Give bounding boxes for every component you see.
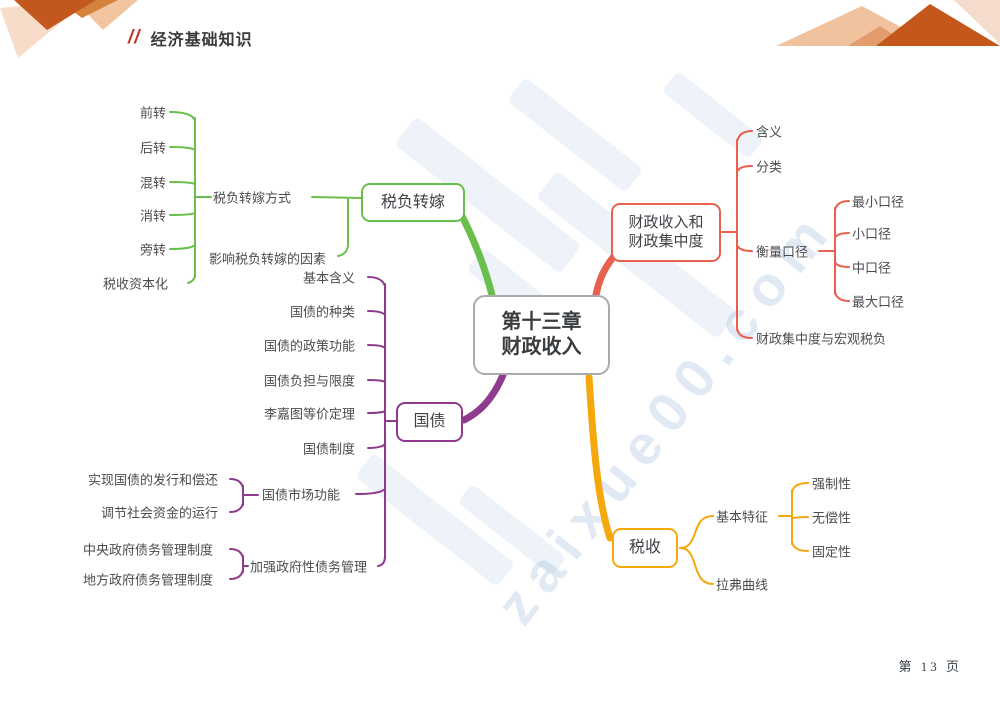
header-slashes-icon: // bbox=[128, 27, 141, 48]
node-fiscal-revenue-line2: 财政集中度 bbox=[628, 232, 704, 250]
yellow-leaf-fixed: 固定性 bbox=[812, 544, 852, 560]
red-leaf-min-caliber: 最小口径 bbox=[852, 194, 905, 210]
red-leaf-mid-caliber: 中口径 bbox=[852, 260, 892, 276]
yellow-leaf-gratuitous: 无偿性 bbox=[812, 510, 852, 526]
purple-subtopic-market-function: 国债市场功能 bbox=[262, 487, 341, 503]
purple-leaf-regulate-funds: 调节社会资金的运行 bbox=[101, 505, 219, 521]
node-tax-burden-shifting: 税负转嫁 bbox=[361, 183, 465, 222]
green-leaf-sideways: 旁转 bbox=[140, 242, 167, 258]
node-taxation: 税收 bbox=[612, 528, 678, 568]
purple-subtopic-debt-management: 加强政府性债务管理 bbox=[250, 559, 368, 575]
green-leaf-mixed: 混转 bbox=[140, 175, 167, 191]
center-topic-node: 第十三章 财政收入 bbox=[473, 295, 610, 375]
page-header: // 经济基础知识 bbox=[128, 26, 253, 50]
page-number: 第 13 页 bbox=[898, 659, 962, 674]
green-leaf-forward: 前转 bbox=[140, 105, 167, 121]
green-leaf-absorb: 消转 bbox=[140, 208, 167, 224]
green-subtopic-methods: 税负转嫁方式 bbox=[213, 190, 292, 206]
purple-leaf-policy-function: 国债的政策功能 bbox=[264, 338, 356, 354]
node-fiscal-revenue-line1: 财政收入和 bbox=[628, 213, 704, 231]
purple-leaf-issue-repay: 实现国债的发行和偿还 bbox=[88, 472, 219, 488]
page-title: 经济基础知识 bbox=[150, 32, 253, 49]
red-leaf-classification: 分类 bbox=[756, 159, 783, 175]
node-national-debt: 国债 bbox=[396, 402, 463, 442]
yellow-leaf-laffer-curve: 拉弗曲线 bbox=[716, 577, 769, 593]
purple-leaf-basic-meaning: 基本含义 bbox=[303, 270, 356, 286]
red-leaf-meaning: 含义 bbox=[756, 124, 783, 140]
purple-leaf-ricardian: 李嘉图等价定理 bbox=[264, 406, 356, 422]
red-leaf-small-caliber: 小口径 bbox=[852, 226, 892, 242]
center-topic-line1: 第十三章 bbox=[501, 311, 582, 333]
red-leaf-max-caliber: 最大口径 bbox=[852, 294, 905, 310]
center-topic-line2: 财政收入 bbox=[501, 336, 582, 358]
node-taxation-label: 税收 bbox=[628, 539, 661, 556]
purple-leaf-burden-limit: 国债负担与限度 bbox=[264, 373, 356, 389]
node-fiscal-revenue-concentration: 财政收入和 财政集中度 bbox=[611, 203, 721, 262]
green-leaf-capitalization: 税收资本化 bbox=[103, 276, 169, 292]
yellow-leaf-compulsory: 强制性 bbox=[812, 476, 852, 492]
corner-decoration-top-right bbox=[776, 0, 1000, 46]
green-leaf-backward: 后转 bbox=[140, 140, 167, 156]
purple-leaf-debt-system: 国债制度 bbox=[303, 441, 356, 457]
green-subtopic-factors: 影响税负转嫁的因素 bbox=[209, 251, 327, 267]
node-national-debt-label: 国债 bbox=[413, 413, 446, 430]
node-tax-burden-shifting-label: 税负转嫁 bbox=[380, 193, 445, 211]
red-leaf-macro-tax: 财政集中度与宏观税负 bbox=[756, 331, 887, 347]
purple-leaf-debt-types: 国债的种类 bbox=[290, 304, 356, 320]
yellow-subtopic-features: 基本特征 bbox=[716, 509, 769, 525]
purple-leaf-local-system: 地方政府债务管理制度 bbox=[83, 572, 214, 588]
purple-leaf-central-system: 中央政府债务管理制度 bbox=[83, 542, 214, 558]
corner-decoration-top-left bbox=[0, 0, 138, 58]
red-subtopic-caliber: 衡量口径 bbox=[756, 244, 809, 260]
